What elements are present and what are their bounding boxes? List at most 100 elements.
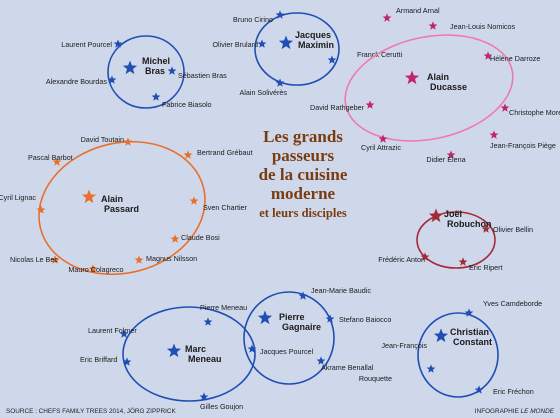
disciple-jean-francois-piege: Jean-François Piège bbox=[490, 141, 556, 150]
master-name-line: Maximin bbox=[298, 40, 334, 50]
disciple-star-icon bbox=[119, 329, 129, 338]
disciple-star-icon bbox=[275, 78, 285, 87]
master-name-line: Meneau bbox=[188, 354, 222, 364]
disciple-bruno-cirino: Bruno Cirino bbox=[233, 15, 273, 24]
disciple-jean-louis-nomicos: Jean-Louis Nomicos bbox=[450, 22, 516, 31]
disciple-star-icon bbox=[113, 39, 123, 48]
master-star-icon bbox=[122, 60, 138, 75]
lineage-ring-joel-robuchon bbox=[416, 211, 496, 269]
disciple-sebastien-bras: Sébastien Bras bbox=[178, 71, 227, 80]
disciple-star-icon bbox=[500, 103, 510, 112]
disciple-star-icon bbox=[203, 317, 213, 326]
credit-prefix: INFOGRAPHIE bbox=[475, 408, 521, 415]
disciple-mauro-colagreco: Mauro Colagreco bbox=[68, 265, 123, 274]
master-name-line: Christian bbox=[450, 327, 489, 337]
disciple-star-icon bbox=[107, 75, 117, 84]
disciple-star-icon bbox=[123, 137, 133, 146]
disciple-star-icon bbox=[298, 291, 308, 300]
credit-note: INFOGRAPHIE LE MONDE bbox=[475, 408, 555, 415]
disciple-star-icon bbox=[426, 364, 436, 373]
disciple-eric-ripert: Eric Ripert bbox=[469, 263, 503, 272]
master-name-line: Jacques bbox=[295, 30, 331, 40]
disciple-jacques-pourcel: Jacques Pourcel bbox=[260, 347, 314, 356]
title-line-3: de la cuisine bbox=[259, 165, 348, 184]
disciple-star-icon bbox=[122, 357, 132, 366]
lineage-ring-pierre-gagnaire bbox=[243, 291, 335, 385]
disciple-sven-chartier: Sven Chartier bbox=[203, 203, 248, 212]
master-name-line: Alain bbox=[101, 194, 123, 204]
master-name-line: Marc bbox=[185, 344, 206, 354]
title-line-2: passeurs bbox=[272, 146, 335, 165]
disciple-star-icon bbox=[316, 356, 326, 365]
disciple-star-icon bbox=[327, 55, 337, 64]
master-name-line: Gagnaire bbox=[282, 322, 321, 332]
disciple-star-icon bbox=[481, 224, 491, 233]
disciple-star-icon bbox=[458, 257, 468, 266]
disciple-star-icon bbox=[88, 264, 98, 273]
disciple-label-line: Jean-François bbox=[381, 341, 427, 350]
master-star-icon bbox=[166, 343, 182, 358]
disciple-didier-elena: Didier Elena bbox=[426, 155, 465, 164]
disciple-star-icon bbox=[275, 10, 285, 19]
disciple-star-icon bbox=[428, 21, 438, 30]
disciple-frederic-anton: Frédéric Anton bbox=[378, 255, 425, 264]
disciple-stefano-baiocco: Stefano Baiocco bbox=[339, 315, 391, 324]
disciple-star-icon bbox=[134, 255, 144, 264]
disciple-star-icon bbox=[489, 130, 499, 139]
disciple-laurent-pourcel: Laurent Pourcel bbox=[61, 40, 112, 49]
lineage-ring-alain-passard bbox=[38, 140, 206, 276]
lineage-ring-jacques-maximin bbox=[254, 12, 340, 86]
disciple-fabrice-biasolo: Fabrice Biasolo bbox=[162, 100, 212, 109]
disciple-eric-frechon: Eric Fréchon bbox=[493, 387, 534, 396]
disciple-star-icon bbox=[474, 385, 484, 394]
disciple-olivier-bellin: Olivier Bellin bbox=[493, 225, 533, 234]
disciple-yves-camdeborde: Yves Camdeborde bbox=[483, 299, 542, 308]
disciple-jean-marie-baudic: Jean-Marie Baudic bbox=[311, 286, 371, 295]
disciple-label-line: Rouquette bbox=[359, 374, 392, 383]
lineage-ring-marc-meneau bbox=[122, 306, 256, 402]
master-name-line: Pierre bbox=[279, 312, 305, 322]
disciple-star-icon bbox=[257, 39, 267, 48]
disciple-star-icon bbox=[183, 150, 193, 159]
disciple-star-icon bbox=[199, 392, 209, 401]
master-star-icon bbox=[433, 328, 449, 343]
master-name-line: Bras bbox=[145, 66, 165, 76]
disciple-cyril-attrazic: Cyril Attrazic bbox=[361, 143, 401, 152]
disciple-star-icon bbox=[247, 344, 257, 353]
disciple-star-icon bbox=[483, 51, 493, 60]
disciple-star-icon bbox=[36, 205, 46, 214]
disciple-star-icon bbox=[167, 66, 177, 75]
disciple-armand-arnal: Armand Arnal bbox=[396, 6, 440, 15]
disciple-star-icon bbox=[365, 100, 375, 109]
subtitle: et leurs disciples bbox=[259, 206, 347, 220]
lineage-ring-christian-constant bbox=[417, 312, 499, 398]
title-line-4: moderne bbox=[271, 184, 336, 203]
source-note: SOURCE : CHEFS FAMILY TREES 2014, JÖRG Z… bbox=[6, 407, 176, 415]
disciple-gilles-goujon: Gilles Goujon bbox=[200, 402, 243, 411]
lineage-ring-alain-ducasse bbox=[344, 34, 514, 142]
master-name-line: Robuchon bbox=[447, 219, 492, 229]
disciple-star-icon bbox=[151, 92, 161, 101]
disciple-bertrand-grebaut: Bertrand Grébaut bbox=[197, 148, 253, 157]
disciple-star-icon bbox=[52, 157, 62, 166]
master-star-icon bbox=[81, 189, 97, 204]
disciple-star-icon bbox=[170, 234, 180, 243]
disciple-nicolas-le-bec: Nicolas Le Bec bbox=[10, 255, 58, 264]
disciple-laurent-folmer: Laurent Folmer bbox=[88, 326, 137, 335]
disciple-helene-darroze: Hélène Darroze bbox=[490, 54, 540, 63]
disciple-cyril-lignac: Cyril Lignac bbox=[0, 193, 36, 202]
disciple-star-icon bbox=[50, 255, 60, 264]
disciple-star-icon bbox=[325, 314, 335, 323]
